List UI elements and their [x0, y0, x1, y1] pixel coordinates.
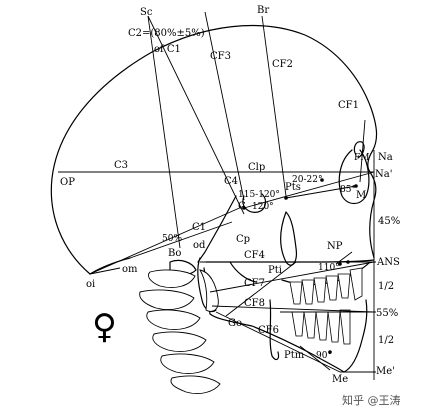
orbit-outline: [338, 149, 370, 205]
label-cf2: CF2: [272, 59, 293, 70]
sella-turcica: [242, 193, 267, 213]
label-85: 85°: [340, 185, 356, 195]
sc-c2-line: [147, 15, 181, 249]
label-me-prime: Me': [376, 366, 395, 377]
label-half-1: 1/2: [378, 281, 394, 292]
np-line: [335, 251, 353, 265]
s-n-line: [243, 171, 375, 209]
c1-line: [89, 205, 245, 275]
label-m: M: [356, 190, 366, 201]
label-cf7: CF7: [244, 278, 265, 289]
label-cf4: CF4: [244, 250, 265, 261]
label-od: od: [193, 240, 206, 251]
frontal-nasal-profile: [367, 149, 377, 259]
bo-line: [129, 221, 233, 259]
label-cp: Cp: [236, 234, 250, 245]
point-me: [328, 350, 332, 354]
label-na: Na: [378, 152, 393, 163]
cf8-line: [211, 305, 375, 313]
label-na-prime: Na': [375, 169, 392, 180]
airway-outline: [269, 299, 280, 361]
label-pti: Pti: [268, 265, 282, 276]
label-of-c1: of C1: [154, 44, 181, 55]
label-om: om: [122, 264, 138, 275]
label-br: Br: [257, 5, 269, 16]
point-pts-angle: [320, 178, 324, 182]
reference-lines: [58, 11, 376, 380]
upper-teeth: [289, 267, 363, 305]
watermark-text: 知乎 @王涛: [342, 393, 401, 407]
label-20-22: 20-22°: [292, 175, 322, 185]
point-110: [338, 262, 342, 266]
label-c: C: [238, 201, 246, 212]
label-115-120: 115-120°: [238, 190, 280, 200]
point-pts: [284, 196, 288, 200]
label-50pct: 50%: [162, 234, 182, 244]
label-sc: Sc: [140, 7, 153, 18]
cf1-line: [359, 119, 366, 183]
lower-teeth: [291, 309, 351, 345]
cf3-line: [204, 11, 245, 201]
label-go: Go: [228, 318, 242, 329]
label-c4: C4: [224, 176, 238, 187]
cervical-vertebrae: [139, 269, 221, 395]
point-np: [346, 260, 350, 264]
coronoid-notch: [229, 261, 257, 283]
label-90: 90°: [316, 351, 332, 361]
label-120: 120°: [252, 202, 274, 212]
mandible-outline: [203, 267, 368, 373]
female-symbol-icon: ♀: [92, 307, 117, 347]
label-op: OP: [60, 177, 75, 188]
label-45pct: 45%: [378, 216, 400, 227]
label-c2-formula: C2=(80%±5%): [128, 28, 205, 39]
oi-om-line: [89, 267, 121, 275]
label-cf6: CF6: [258, 325, 279, 336]
go-ptm-line: [225, 261, 297, 317]
label-fm: FM: [354, 153, 369, 163]
pts-m-line: [285, 185, 357, 199]
label-c1: C1: [192, 222, 206, 233]
label-cf3: CF3: [210, 51, 231, 62]
label-ptm: Ptm: [284, 350, 305, 361]
label-55pct: 55%: [376, 308, 398, 319]
label-cf8: CF8: [244, 298, 265, 309]
point-m: [354, 184, 358, 188]
clivus-outline: [197, 195, 237, 263]
me-90-line: [299, 345, 331, 371]
cf2-line: [261, 15, 287, 197]
label-clp: Clp: [248, 162, 265, 173]
label-oi: oi: [86, 279, 95, 290]
label-110: 110°: [318, 263, 340, 273]
point-c: [242, 206, 246, 210]
label-half-2: 1/2: [378, 335, 394, 346]
cf7-line: [209, 261, 375, 293]
label-bo: Bo: [168, 248, 181, 259]
label-cf1: CF1: [338, 100, 359, 111]
label-c3: C3: [114, 160, 128, 171]
label-me: Me: [332, 374, 348, 385]
sc-c1-line: [147, 15, 245, 215]
label-np: NP: [327, 241, 343, 252]
cranial-vault-outline: [50, 24, 378, 275]
label-pts: Pts: [285, 182, 301, 193]
pterygoid-outline: [280, 211, 297, 266]
label-ans: ANS: [376, 257, 400, 268]
